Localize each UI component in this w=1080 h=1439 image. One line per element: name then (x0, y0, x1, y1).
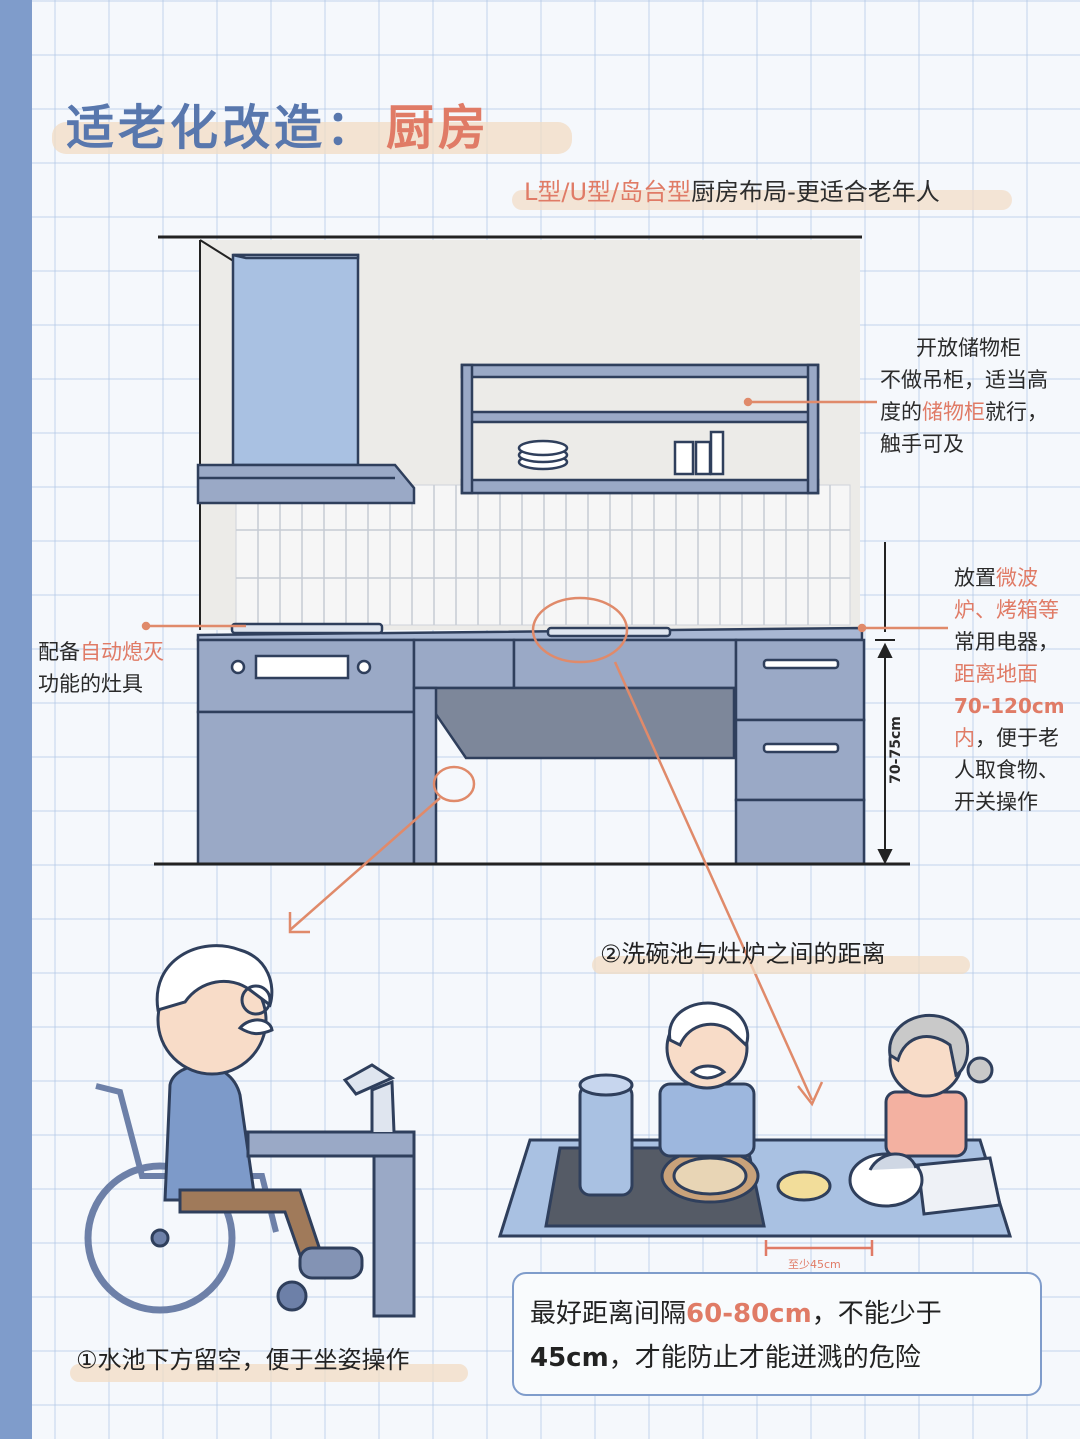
title-prefix: 适老化改造： (66, 100, 379, 156)
min-distance-label: 至少45cm (788, 1258, 841, 1271)
distance-info-box: 最好距离间隔60-80cm，不能少于 45cm，才能防止才能迸溅的危险 (512, 1272, 1042, 1396)
caption-distance-highlight (592, 956, 970, 974)
caption-sink-clearance: ①水池下方留空，便于坐姿操作 (76, 1346, 410, 1374)
open-shelf (460, 363, 820, 495)
lower-cabinets (196, 638, 866, 866)
note-open-storage: 开放储物柜 不做吊柜，适当高 度的储物柜就行， 触手可及 (880, 336, 1048, 456)
caption-distance: ②洗碗池与灶炉之间的距离 (600, 940, 886, 968)
page-title: 适老化改造：厨房 (66, 88, 490, 158)
note-appliances: 放置微波 炉、烤箱等 常用电器， 距离地面 70-120cm 内，便于老 人取食… (954, 566, 1065, 814)
height-dimension (875, 542, 895, 865)
subtitle-highlight (512, 190, 1012, 210)
min-distance-marker (764, 1240, 874, 1256)
wheelchair-person-illustration (84, 944, 416, 1318)
callout-lines (141, 397, 948, 1107)
backsplash-tiles (235, 484, 851, 626)
subtitle: L型/U型/岛台型厨房布局-更适合老年人 (524, 178, 940, 206)
range-hood (196, 253, 416, 505)
sink-stove-illustration (497, 1001, 1013, 1238)
caption-sink-highlight (70, 1364, 468, 1382)
counter-height-label: 70-75cm (887, 716, 904, 784)
note-auto-shutoff-stove: 配备自动熄灭 功能的灶具 (38, 640, 164, 696)
title-highlight (52, 122, 572, 154)
left-decor-stripe (0, 0, 32, 1439)
title-topic: 厨房 (386, 100, 491, 156)
